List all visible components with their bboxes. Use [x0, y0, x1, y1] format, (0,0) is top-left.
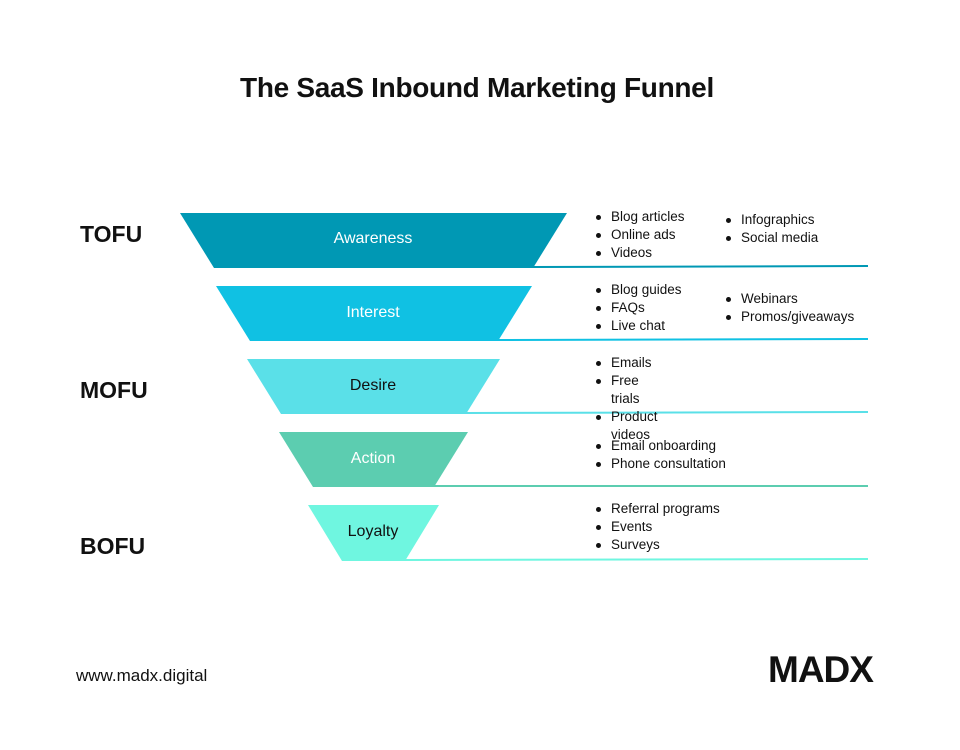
- loyalty-channels-list: Referral programs Events Surveys: [594, 500, 720, 554]
- interest-channels-list: Blog guides FAQs Live chat: [594, 281, 682, 335]
- list-item: Phone consultation: [594, 455, 726, 473]
- stage-action-shape: [279, 432, 468, 487]
- list-item: Live chat: [594, 317, 682, 335]
- list-item: Promos/giveaways: [724, 308, 854, 326]
- madx-logo: MADX: [768, 649, 874, 690]
- stage-loyalty-divider: [404, 558, 869, 561]
- list-item: Emails: [594, 354, 662, 372]
- list-item: Surveys: [594, 536, 720, 554]
- stage-interest-divider: [497, 338, 869, 341]
- list-item: Infographics: [724, 211, 818, 229]
- list-item: Videos: [594, 244, 685, 262]
- stage-label-loyalty: Loyalty: [347, 523, 399, 540]
- website-url: www.madx.digital: [76, 666, 208, 685]
- group-label-tofu: TOFU: [80, 221, 143, 247]
- list-item: Blog articles: [594, 208, 685, 226]
- awareness-channels-list-2: Infographics Social media: [724, 211, 818, 247]
- list-item: FAQs: [594, 299, 682, 317]
- stage-desire-shape: [247, 359, 500, 414]
- awareness-channels-list: Blog articles Online ads Videos: [594, 208, 685, 262]
- list-item: Webinars: [724, 290, 854, 308]
- list-item: Product videos: [594, 408, 662, 444]
- list-item: Online ads: [594, 226, 685, 244]
- stage-desire-divider: [465, 411, 869, 414]
- list-item: Social media: [724, 229, 818, 247]
- interest-channels-list-2: Webinars Promos/giveaways: [724, 290, 854, 326]
- stage-interest-shape: [216, 286, 532, 341]
- page-title: The SaaS Inbound Marketing Funnel: [240, 72, 714, 103]
- stage-label-action: Action: [350, 450, 396, 467]
- group-label-mofu: MOFU: [80, 377, 148, 403]
- group-label-bofu: BOFU: [80, 533, 146, 559]
- list-item: Referral programs: [594, 500, 720, 518]
- stage-awareness-shape: [180, 213, 567, 268]
- desire-channels-list: Emails Free trials Product videos: [594, 354, 662, 444]
- stage-label-interest: Interest: [346, 304, 400, 321]
- list-item: Blog guides: [594, 281, 682, 299]
- list-item: Email onboarding: [594, 437, 726, 455]
- action-channels-list: Email onboarding Phone consultation: [594, 437, 726, 473]
- stage-label-awareness: Awareness: [333, 230, 413, 247]
- stage-awareness-divider: [532, 265, 869, 268]
- stage-label-desire: Desire: [349, 377, 397, 394]
- stage-loyalty-shape: [308, 505, 439, 561]
- list-item: Events: [594, 518, 720, 536]
- list-item: Free trials: [594, 372, 662, 408]
